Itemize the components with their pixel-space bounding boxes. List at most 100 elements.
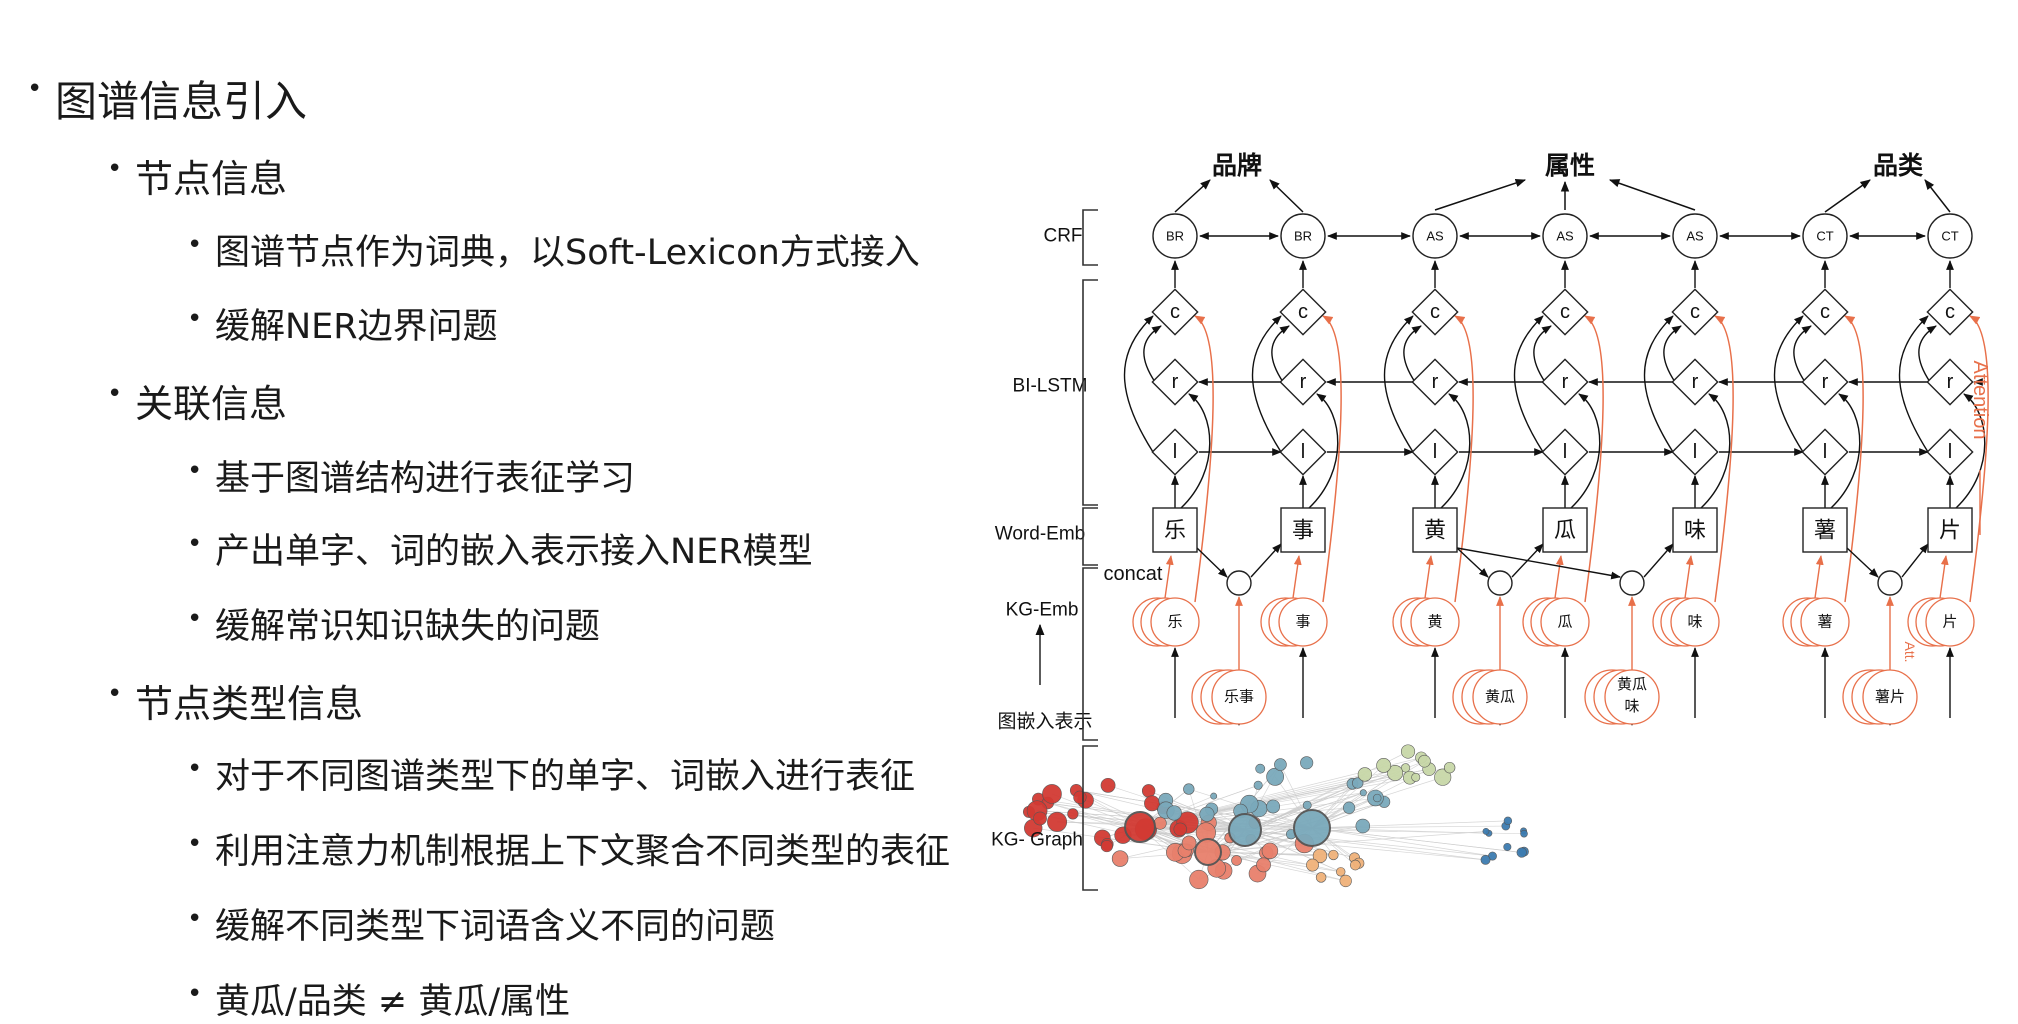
graph-node — [1401, 745, 1415, 759]
r-to-c — [1144, 326, 1161, 382]
output-arrow — [1925, 180, 1950, 212]
lstm-cell-label: l — [1563, 441, 1567, 463]
lstm-cell-label: c — [1690, 301, 1700, 323]
att-label: Att. — [1902, 641, 1918, 662]
bullet-dot: • — [187, 304, 202, 334]
graph-node — [1306, 859, 1318, 871]
bullet-text: 产出单字、词的嵌入表示接入NER模型 — [215, 532, 813, 572]
bullet-text: 关联信息 — [135, 382, 287, 426]
graph-node — [1142, 784, 1155, 797]
graph-node — [1254, 781, 1262, 789]
graph-node — [1358, 768, 1372, 782]
lstm-cell-label: r — [1692, 371, 1699, 393]
word-char: 黄 — [1424, 518, 1446, 543]
lstm-cell-label: l — [1173, 441, 1177, 463]
graph-node — [1042, 784, 1061, 803]
lstm-cell-label: r — [1172, 371, 1179, 393]
graph-node — [1125, 812, 1155, 842]
output-arrow — [1175, 180, 1210, 212]
layer-label-bilstm: BI-LSTM — [1013, 376, 1088, 397]
graph-node — [1232, 855, 1242, 865]
bullet-item-level2: •节点信息 — [135, 148, 287, 203]
attention-curve — [1323, 316, 1341, 602]
bullet-text: 利用注意力机制根据上下文聚合不同类型的表征 — [215, 832, 950, 872]
bullet-dot: • — [187, 230, 202, 260]
word-char: 片 — [1939, 518, 1961, 543]
bullet-item-level3: •缓解常识知识缺失的问题 — [215, 598, 600, 649]
graph-node — [1504, 817, 1512, 825]
graph-node — [1444, 762, 1455, 773]
kg-char: 黄 — [1427, 614, 1442, 631]
concat-in — [1457, 548, 1620, 577]
kg-char: 事 — [1295, 614, 1310, 631]
layer-bracket — [1083, 508, 1098, 565]
graph-node — [1256, 764, 1265, 773]
lstm-cell-label: c — [1298, 301, 1308, 323]
bullet-text: 黄瓜/品类 ≠ 黄瓜/属性 — [215, 982, 570, 1022]
graph-node — [1190, 870, 1209, 889]
graph-node — [1195, 839, 1221, 865]
graph-node — [1267, 800, 1280, 813]
kg-word-line2: 味 — [1624, 698, 1639, 715]
graph-node — [1262, 843, 1278, 859]
kg-word: 薯片 — [1875, 689, 1905, 706]
bullet-item-level1: •图谱信息引入 — [55, 68, 307, 129]
kg-char: 乐 — [1167, 614, 1182, 631]
word-char: 乐 — [1164, 518, 1186, 543]
bullet-dot: • — [107, 379, 122, 409]
kg-to-word — [1425, 556, 1431, 598]
kg-char: 瓜 — [1557, 614, 1572, 631]
graph-node — [1517, 848, 1527, 858]
graph-node — [1167, 806, 1182, 821]
word-char: 瓜 — [1554, 518, 1576, 543]
graph-node — [1412, 773, 1420, 781]
lstm-cell-label: l — [1948, 441, 1952, 463]
bullet-dot: • — [107, 679, 122, 709]
bullet-dot: • — [27, 74, 42, 104]
lstm-cell-label: c — [1430, 301, 1440, 323]
bullet-list: •图谱信息引入 •节点信息 • 图谱节点作为词典，以Soft-Lexicon方式接入 •… — [0, 0, 1000, 1022]
bullet-item-level3: •对于不同图谱类型下的单字、词嵌入进行表征 — [215, 748, 915, 799]
graph-node — [1101, 840, 1113, 852]
concat-node — [1878, 571, 1902, 595]
crf-tag: AS — [1426, 229, 1444, 244]
concat-in — [1197, 548, 1227, 577]
crf-tag: CT — [1816, 229, 1833, 244]
graph-node — [1521, 830, 1528, 837]
kg-char: 薯 — [1817, 614, 1832, 631]
bullet-item-level3: •基于图谱结构进行表征学习 — [215, 450, 635, 501]
concat-node — [1227, 571, 1251, 595]
kg-word: 黄瓜 — [1485, 689, 1515, 706]
bullet-text: 缓解常识知识缺失的问题 — [215, 607, 600, 647]
layer-label-crf: CRF — [1043, 226, 1082, 247]
layer-label-word-emb: Word-Emb — [995, 524, 1085, 545]
graph-node — [1483, 828, 1489, 834]
lstm-cell-label: c — [1170, 301, 1180, 323]
attention-curve — [1585, 316, 1603, 602]
kg-to-word — [1165, 556, 1171, 598]
bullet-text: 缓解NER边界问题 — [215, 307, 498, 347]
r-to-c — [1404, 326, 1421, 382]
lstm-cell-label: l — [1301, 441, 1305, 463]
bullet-dot: • — [187, 604, 202, 634]
r-to-c — [1794, 326, 1811, 382]
graph-node — [1182, 836, 1196, 850]
concat-out — [1902, 544, 1928, 577]
graph-node — [1300, 757, 1313, 770]
layer-label-graph-embed: 图嵌入表示 — [997, 711, 1092, 733]
bullet-text: 对于不同图谱类型下的单字、词嵌入进行表征 — [215, 757, 915, 797]
concat-out — [1644, 544, 1673, 577]
lstm-cell-label: r — [1947, 371, 1954, 393]
attention-curve — [1970, 316, 1988, 602]
output-arrow — [1825, 180, 1870, 212]
attention-label: Attention — [1969, 361, 1990, 440]
bullet-text: 图谱节点作为词典，以Soft-Lexicon方式接入 — [215, 233, 920, 273]
graph-node — [1343, 802, 1355, 814]
r-to-c — [1664, 326, 1681, 382]
attention-curve — [1195, 316, 1213, 602]
kg-ner-architecture-diagram: BRcrl乐乐BRcrl事事AScrl黄黄AScrl瓜瓜AScrl味味CTcrl… — [980, 140, 1990, 1020]
bullet-item-level3: •产出单字、词的嵌入表示接入NER模型 — [215, 523, 813, 574]
graph-node — [1294, 810, 1330, 846]
r-to-c — [1919, 326, 1936, 382]
crf-tag: CT — [1941, 229, 1958, 244]
